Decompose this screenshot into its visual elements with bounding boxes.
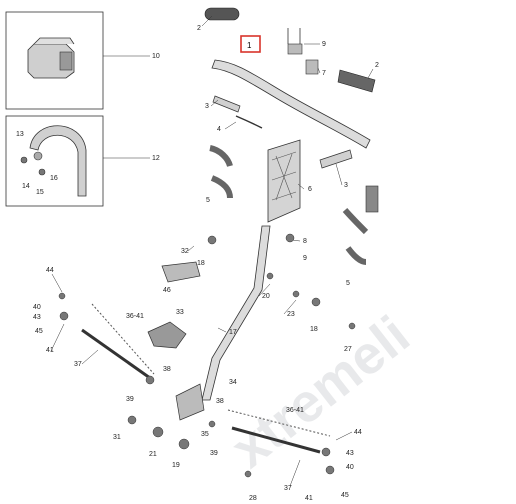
callout-18-left: 18 [197, 260, 205, 267]
highlight-label: 1 [247, 41, 252, 50]
callout-32: 32 [181, 248, 189, 255]
callout-45-right: 45 [341, 492, 349, 499]
handlebar-part [211, 59, 371, 149]
callout-5-right: 5 [346, 280, 350, 287]
callout-38-lower: 38 [216, 398, 224, 405]
callout-44-left: 44 [46, 267, 54, 274]
callout-35: 35 [201, 431, 209, 438]
callout-7: 7 [322, 70, 326, 77]
callout-39-left: 39 [126, 396, 134, 403]
hardware-parts [58, 233, 356, 478]
callout-45-left: 45 [35, 328, 43, 335]
callout-34: 34 [229, 379, 237, 386]
inset-label-14: 14 [22, 183, 30, 190]
riser-clamp [287, 28, 319, 75]
callout-6: 6 [308, 186, 312, 193]
callout-40-right: 40 [346, 464, 354, 471]
inset-label-10: 10 [152, 53, 160, 60]
callout-31: 31 [113, 434, 121, 441]
callout-39-right: 39 [210, 450, 218, 457]
callout-23: 23 [287, 311, 295, 318]
grip-part [204, 7, 376, 93]
hose-parts [209, 95, 379, 265]
steering-column-part [175, 225, 271, 421]
callout-9-top: 9 [322, 41, 326, 48]
callout-44-right: 44 [354, 429, 362, 436]
steering-support-part [267, 139, 301, 223]
callout-2-right: 2 [375, 62, 379, 69]
callout-46: 46 [163, 287, 171, 294]
callout-43-left: 43 [33, 314, 41, 321]
callout-2-top: 2 [197, 25, 201, 32]
inset-label-12: 12 [152, 155, 160, 162]
callout-labels: 2 9 7 2 3 4 5 6 3 5 8 9 32 18 46 20 23 1… [33, 25, 379, 502]
callout-9-mid: 9 [303, 255, 307, 262]
inset-part-10: 10 [5, 11, 160, 110]
tie-rod-left [81, 303, 155, 380]
callout-3-left: 3 [205, 103, 209, 110]
callout-28: 28 [249, 495, 257, 502]
watermark-text: xtremeli [220, 305, 420, 480]
highlight-box-part-1[interactable]: 1 [240, 35, 261, 53]
callout-4: 4 [217, 126, 221, 133]
inset-label-15: 15 [36, 189, 44, 196]
callout-40-left: 40 [33, 304, 41, 311]
callout-33: 33 [176, 309, 184, 316]
inset-label-16: 16 [50, 175, 58, 182]
callout-27: 27 [344, 346, 352, 353]
inset-part-12: 12 13 14 15 16 [5, 115, 160, 207]
callout-17: 17 [229, 329, 237, 336]
callout-5-left: 5 [206, 197, 210, 204]
callout-37-right: 37 [284, 485, 292, 492]
callout-43-right: 43 [346, 450, 354, 457]
inset-label-13: 13 [16, 131, 24, 138]
callout-36-41-right: 36-41 [286, 407, 304, 414]
callout-19: 19 [172, 462, 180, 469]
bracket-parts [147, 261, 201, 349]
callout-37-left: 37 [74, 361, 82, 368]
callout-21: 21 [149, 451, 157, 458]
callout-41-left: 41 [46, 347, 54, 354]
callout-20: 20 [262, 293, 270, 300]
callout-41-right: 41 [305, 495, 313, 502]
callout-38-upper: 38 [163, 366, 171, 373]
callout-3-right: 3 [344, 182, 348, 189]
tie-rod-right [227, 409, 331, 454]
callout-36-41-left: 36-41 [126, 313, 144, 320]
callout-18-right: 18 [310, 326, 318, 333]
callout-8: 8 [303, 238, 307, 245]
